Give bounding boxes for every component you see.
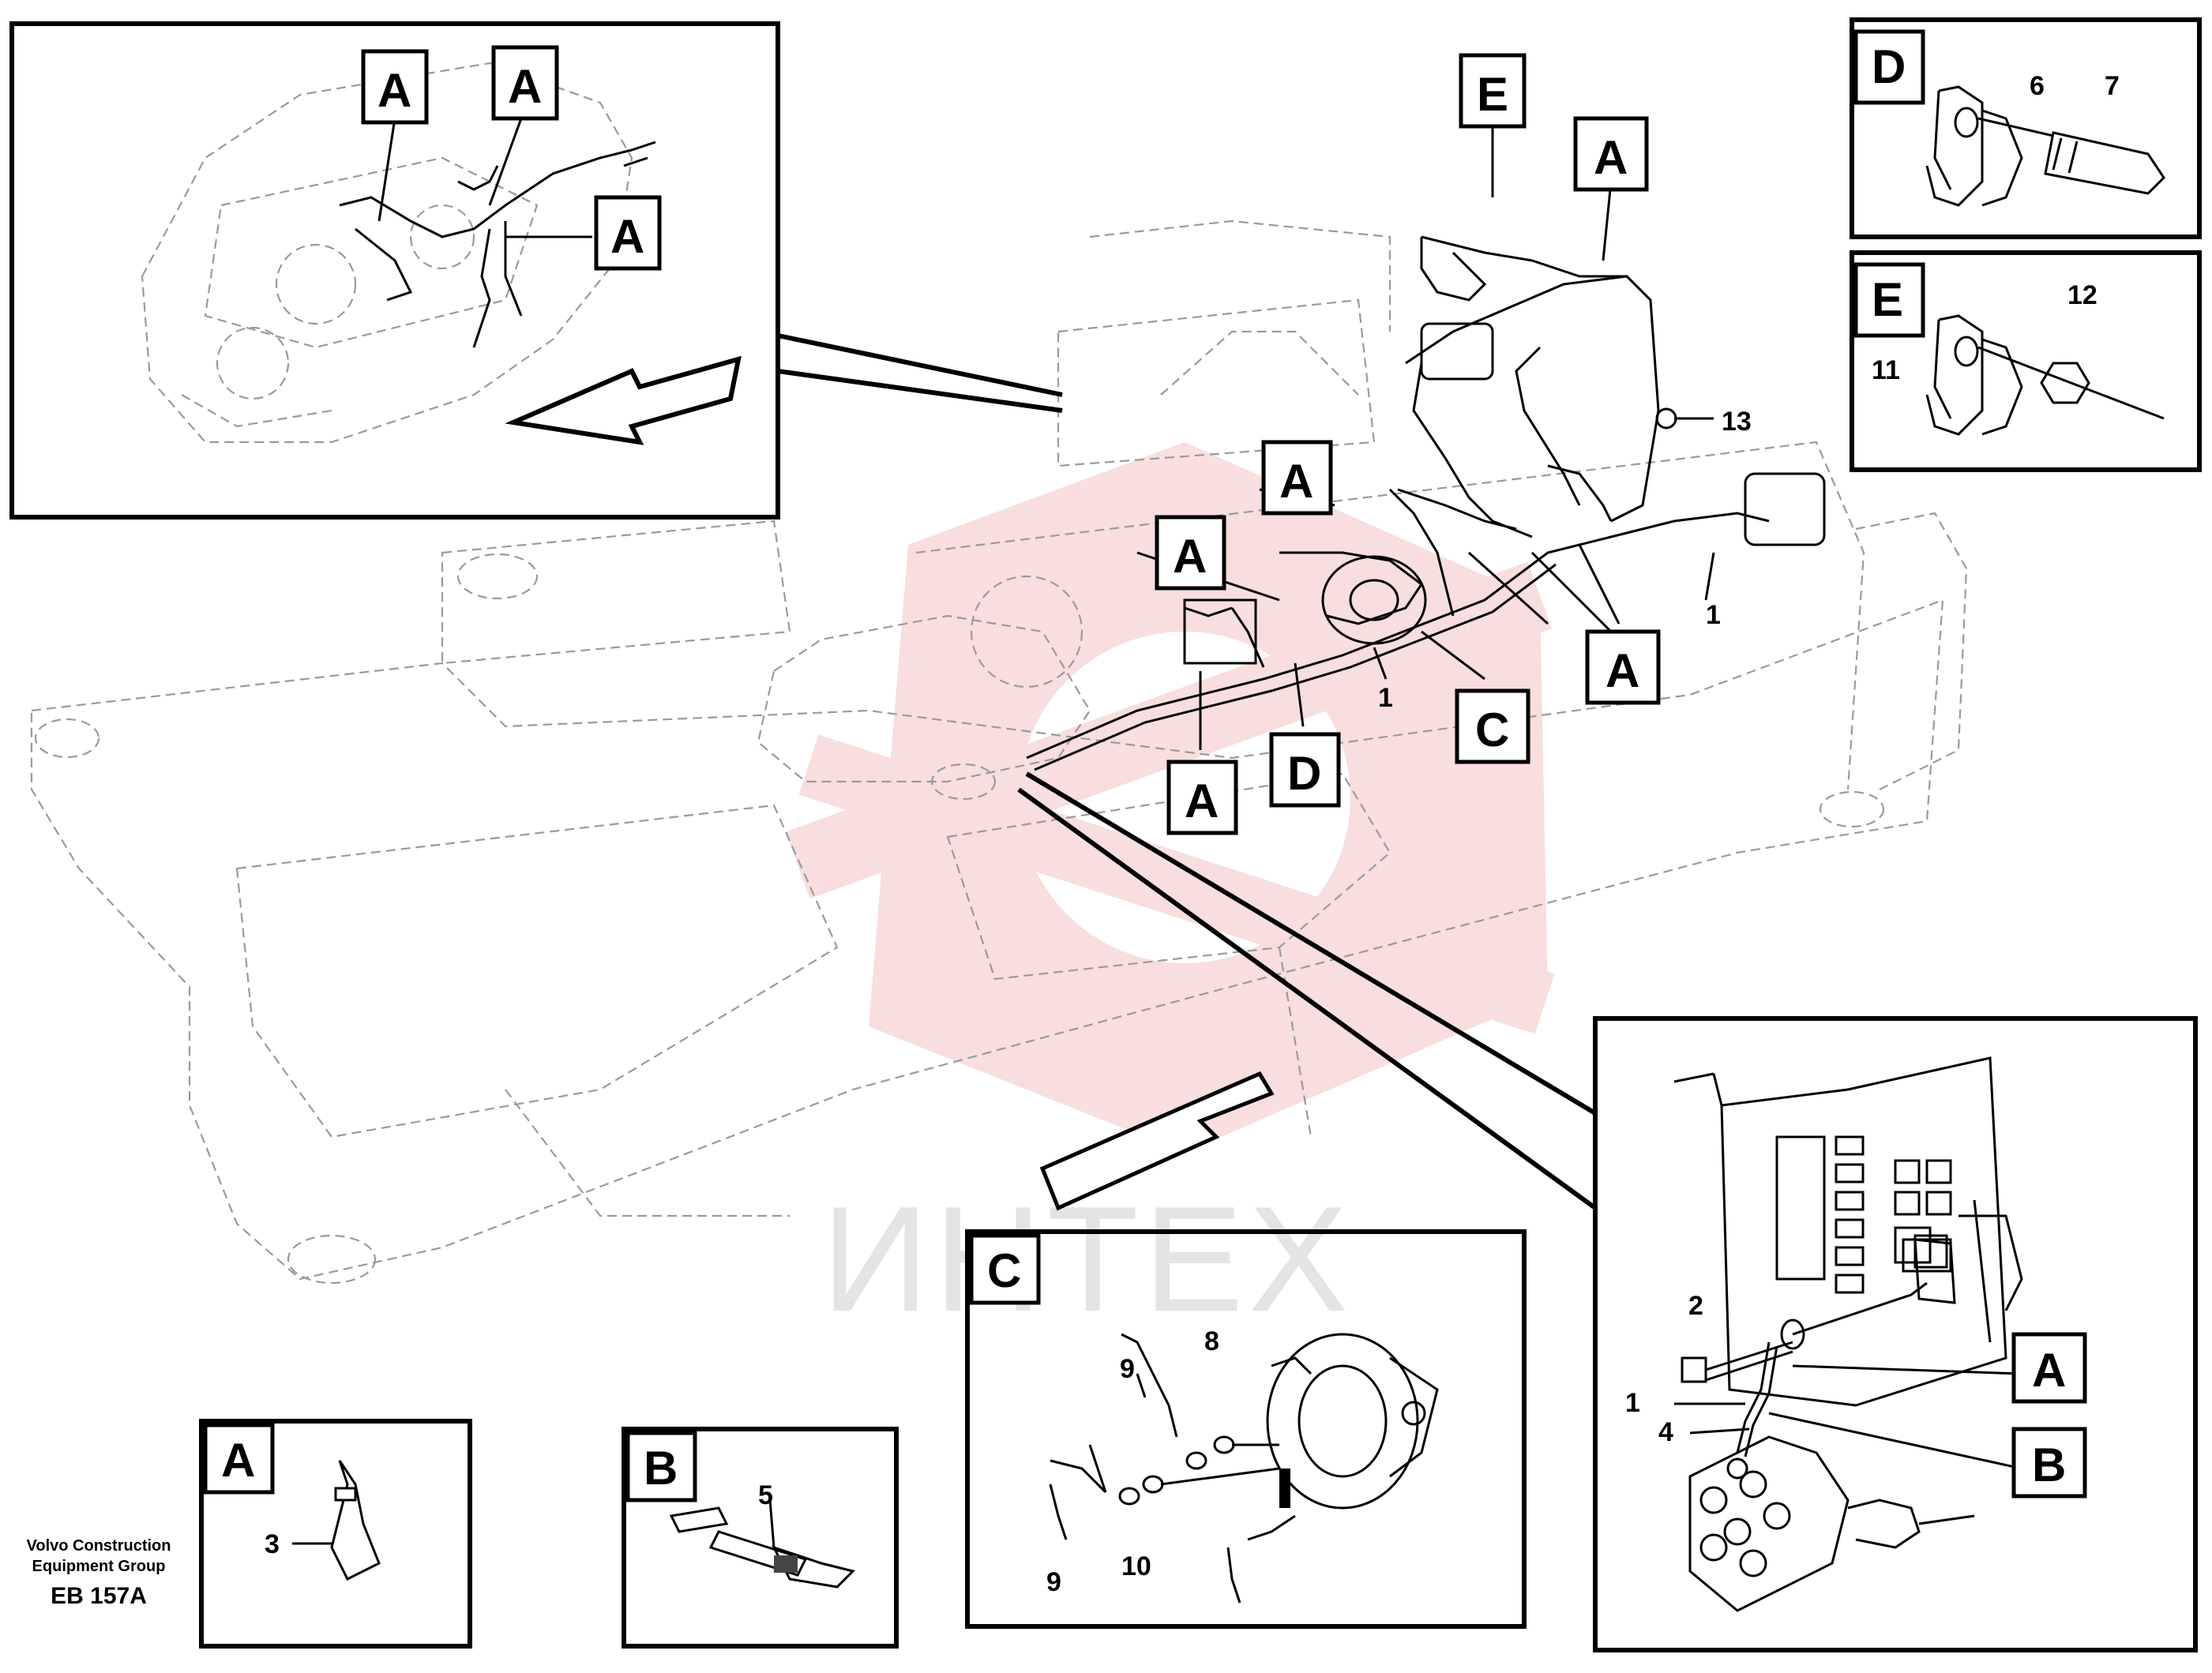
tag-a-box [1573, 116, 1649, 192]
direction-arrow-middle [1039, 1071, 1275, 1211]
junction-box-upper [1420, 322, 1494, 381]
footer-line-2: Equipment Group [32, 1558, 166, 1575]
strap-buckle [774, 1555, 798, 1573]
tag-b-inset-box [625, 1431, 697, 1502]
callout-a: A [610, 210, 644, 263]
inset-a-cable-tie [199, 1419, 472, 1649]
footer-code: EB 157A [51, 1583, 147, 1609]
engine-block-dashed [757, 330, 1359, 783]
inset-b-strap [622, 1427, 899, 1649]
part-number-8: 8 [1204, 1326, 1219, 1356]
part-numbers: 1 1 13 6 7 12 11 2 1 4 8 9 9 10 3 5 [265, 71, 2120, 1597]
inset-panel-connector-2 [1017, 787, 1597, 1210]
part-number-10: 10 [1121, 1551, 1151, 1581]
inset-panel-connector-1 [1025, 771, 1597, 1116]
tag-a-box [361, 49, 429, 125]
part-number-7: 7 [2105, 71, 2120, 101]
tag-c-box [1455, 688, 1530, 764]
part-number-2: 2 [1688, 1291, 1703, 1321]
watermark-stripe-2 [798, 734, 1555, 1034]
tag-a-box [1585, 629, 1661, 705]
callout-e-inset: E [1872, 273, 1903, 326]
watermark-text: ИНТЕХ [821, 1176, 1353, 1343]
part-number-12: 12 [2067, 280, 2097, 310]
tag-a-box [1166, 760, 1238, 835]
part-number-13: 13 [1722, 407, 1752, 437]
callout-d: D [1287, 747, 1321, 800]
part-number-6: 6 [2030, 71, 2045, 101]
callout-tags: A A A E A A A A C D A D E A B C A B [203, 29, 2087, 1502]
inset-control-panel [1593, 1016, 2198, 1652]
footer-company: Volvo Construction Equipment Group [16, 1536, 182, 1577]
tag-a-box [491, 45, 559, 121]
part-number-5: 5 [758, 1480, 773, 1510]
tag-d-box [1269, 732, 1341, 808]
callout-a: A [1594, 131, 1628, 184]
callout-b: B [2032, 1439, 2066, 1491]
callout-a: A [377, 64, 411, 117]
tag-a-box [2011, 1332, 2087, 1404]
callout-a: A [1605, 644, 1639, 697]
tag-e-inset-box [1853, 262, 1925, 338]
inset-c-alternator [965, 1229, 1527, 1629]
callout-a: A [1185, 775, 1219, 827]
footer-line-1: Volvo Construction [26, 1537, 171, 1555]
callout-a: A [1279, 455, 1313, 508]
tag-d-inset-box [1853, 29, 1925, 105]
part-number-9: 9 [1046, 1567, 1061, 1597]
tag-b-box [2011, 1427, 2087, 1499]
callout-a: A [2032, 1344, 2066, 1397]
part-number-3: 3 [265, 1529, 280, 1559]
callout-a-inset: A [221, 1434, 255, 1487]
junction-box-right [1744, 472, 1826, 546]
tag-a-box [1155, 515, 1226, 591]
part-number-1: 1 [1378, 683, 1393, 713]
callout-a: A [508, 60, 542, 113]
tag-e-box [1459, 53, 1527, 129]
direction-arrow-top [505, 355, 742, 445]
tag-c-inset-box [969, 1233, 1041, 1305]
callout-c-inset: C [987, 1244, 1021, 1297]
part-number-1: 1 [1625, 1388, 1640, 1418]
alternator-main [1321, 555, 1427, 645]
callout-a: A [1173, 530, 1207, 583]
inset-engine-connector-1 [777, 333, 1063, 397]
callout-e: E [1477, 68, 1508, 121]
inset-engine-connector-2 [777, 369, 1063, 413]
part-number-9: 9 [1120, 1354, 1135, 1384]
callout-b-inset: B [644, 1442, 678, 1495]
cable-tie [1279, 1469, 1290, 1508]
tag-a-inset-box [203, 1423, 275, 1495]
inset-d-clamp [1850, 17, 2202, 239]
callout-d-inset: D [1872, 40, 1906, 93]
starter-connector [1183, 598, 1257, 665]
relay-rows [1835, 1135, 1952, 1294]
callout-c: C [1475, 703, 1509, 756]
bolt-2 [1681, 1319, 1805, 1383]
part-number-11: 11 [1872, 355, 1900, 385]
part-number-1: 1 [1706, 600, 1721, 630]
tag-a-box [1261, 440, 1333, 516]
tag-a-box [594, 195, 662, 271]
part-number-4: 4 [1658, 1417, 1673, 1447]
inset-e-clamp [1850, 250, 2202, 472]
